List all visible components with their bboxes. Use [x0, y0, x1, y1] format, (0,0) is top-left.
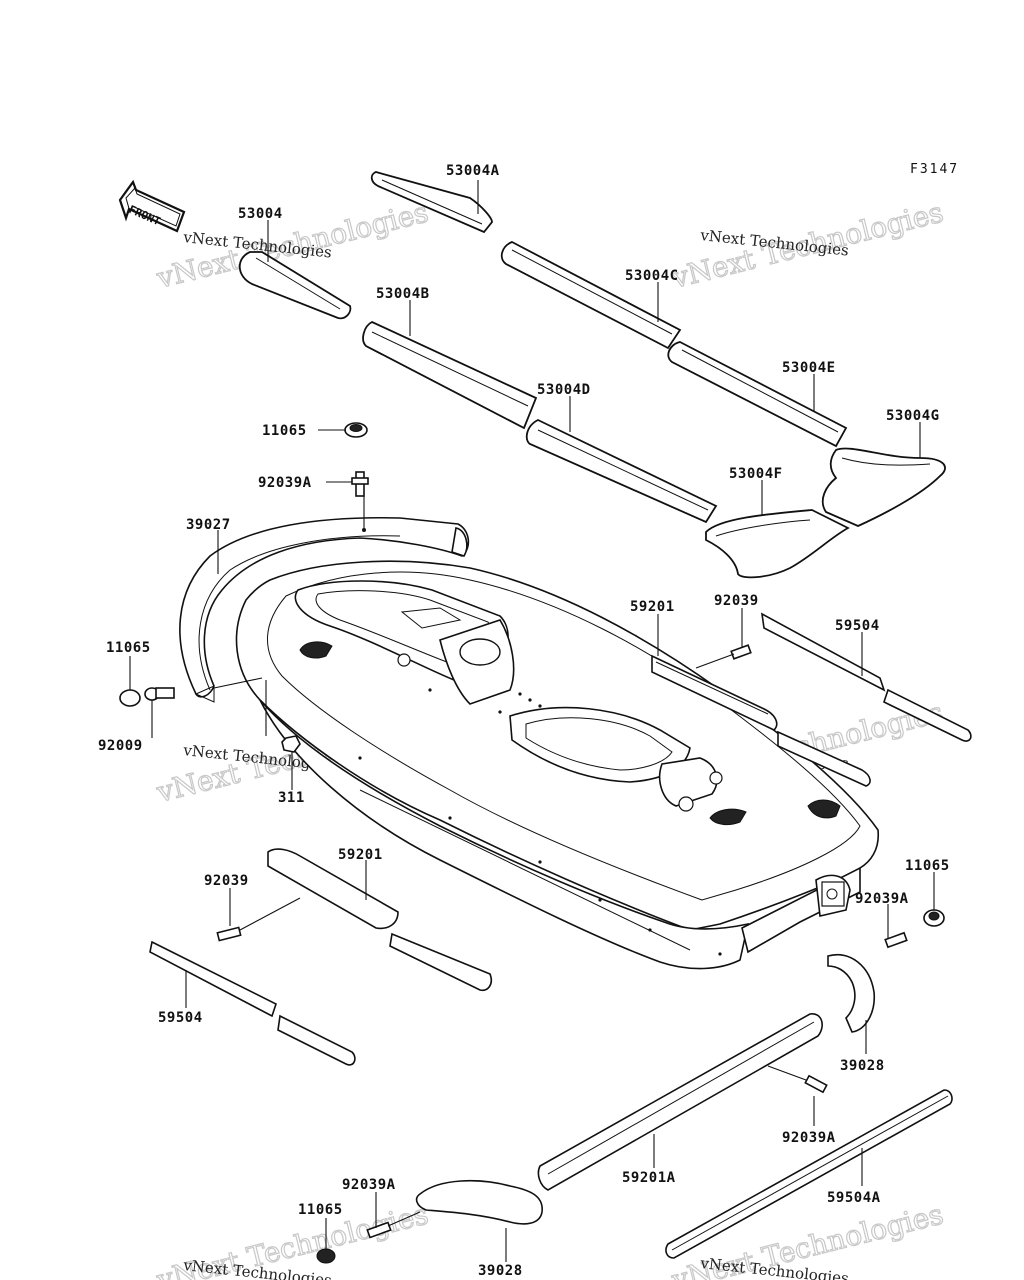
bumper-39028-right — [827, 953, 876, 1033]
front-arrow-icon: FRONT — [118, 179, 186, 233]
mat-53004g — [821, 447, 946, 527]
label-92039a-bottom: 92039A — [342, 1177, 396, 1193]
rail-59201-left — [267, 848, 493, 992]
cap-11065-left — [119, 689, 141, 707]
label-59504-left: 59504 — [158, 1010, 203, 1026]
label-39027: 39027 — [186, 517, 231, 533]
rivet-92039-right — [730, 644, 752, 660]
label-11065-top: 11065 — [262, 423, 307, 439]
label-39028-bottom: 39028 — [478, 1263, 523, 1279]
mat-53004d — [525, 418, 718, 524]
rivet-92039a-top — [351, 471, 369, 497]
grommet-11065-right — [923, 909, 945, 927]
rivet-92039a-mid — [804, 1074, 828, 1094]
rail-59201a — [537, 1013, 823, 1191]
label-59504a: 59504A — [827, 1190, 881, 1206]
part-labels: 53004 53004A 53004B 53004C 53004D 53004E… — [98, 163, 950, 1279]
bumper-39027 — [179, 516, 470, 703]
label-59201-right: 59201 — [630, 599, 675, 615]
label-59201a: 59201A — [622, 1170, 676, 1186]
grommet-11065-bottom — [316, 1248, 336, 1264]
label-59201-left: 59201 — [338, 847, 383, 863]
label-92039a-mid: 92039A — [782, 1130, 836, 1146]
label-53004: 53004 — [238, 206, 283, 222]
label-92009: 92009 — [98, 738, 143, 754]
label-59504-right: 59504 — [835, 618, 880, 634]
label-92039a-top: 92039A — [258, 475, 312, 491]
bolt-92009 — [144, 687, 175, 701]
label-311: 311 — [278, 790, 305, 806]
rail-59504a — [665, 1089, 953, 1259]
deck-body — [235, 560, 880, 970]
rivet-92039a-bottom — [366, 1221, 392, 1239]
rail-59504-left — [149, 940, 356, 1066]
rivet-92039-left — [216, 926, 242, 942]
label-53004e: 53004E — [782, 360, 836, 376]
mat-53004e — [667, 341, 848, 448]
mat-53004b — [362, 321, 538, 430]
label-39028-right: 39028 — [840, 1058, 885, 1074]
label-53004c: 53004C — [625, 268, 679, 284]
label-92039a-right: 92039A — [855, 891, 909, 907]
rivet-92039a-right — [884, 931, 908, 949]
label-11065-right: 11065 — [905, 858, 950, 874]
rail-59201-right — [651, 654, 871, 787]
mat-53004f — [705, 509, 850, 579]
label-53004b: 53004B — [376, 286, 430, 302]
mat-53004c — [500, 241, 682, 350]
label-92039-left: 92039 — [204, 873, 249, 889]
label-53004g: 53004G — [886, 408, 940, 424]
grommet-11065-top — [344, 422, 368, 438]
rail-59504-right — [760, 612, 972, 742]
label-11065-left: 11065 — [106, 640, 151, 656]
mat-53004 — [238, 251, 352, 320]
label-53004f: 53004F — [729, 466, 783, 482]
label-53004d: 53004D — [537, 382, 591, 398]
figure-code: F3147 — [910, 162, 959, 177]
bumper-39028-bottom — [415, 1179, 543, 1225]
nut-311 — [281, 735, 301, 753]
leader-lines — [129, 180, 935, 1262]
label-53004a: 53004A — [446, 163, 500, 179]
label-92039-right: 92039 — [714, 593, 759, 609]
label-11065-bottom: 11065 — [298, 1202, 343, 1218]
